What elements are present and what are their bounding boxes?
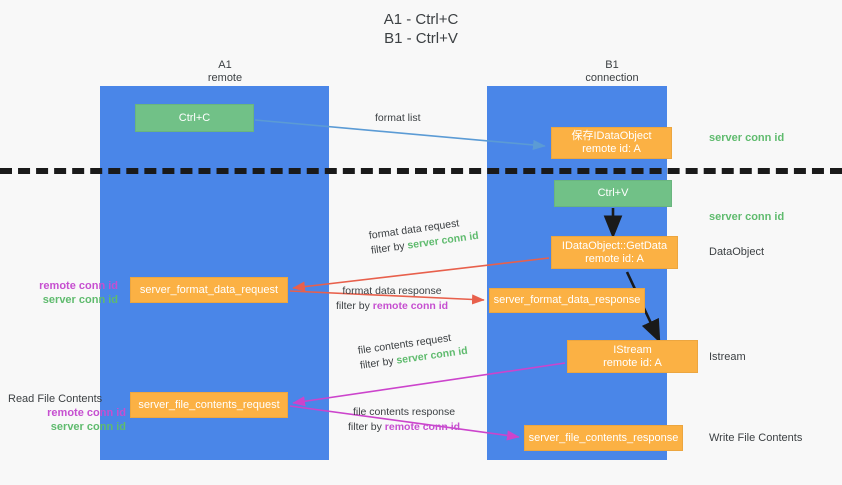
node-idataobject-getdata[interactable]: IDataObject::GetData remote id: A — [551, 236, 678, 269]
left-note-read-file-contents: Read File Contents remote conn id server… — [8, 392, 126, 434]
edge-label-format-list: format list — [375, 112, 421, 124]
node-istream[interactable]: IStream remote id: A — [567, 340, 698, 373]
edge-label-format-data-response: format data response filter by remote co… — [336, 284, 448, 314]
left-note-server-conn-id-1: server conn id — [42, 294, 118, 306]
node-ctrl-c[interactable]: Ctrl+C — [135, 104, 254, 132]
filter-prefix: filter by — [348, 421, 385, 433]
side-note-dataobject: DataObject — [709, 246, 765, 258]
left-note-server-conn-id-2: server conn id — [50, 421, 126, 433]
side-note-write-file-contents: Write File Contents — [709, 432, 803, 444]
filter-value-remote-conn-id: remote conn id — [372, 300, 449, 312]
page-title: A1 - Ctrl+C B1 - Ctrl+V — [383, 11, 459, 47]
left-note-read-file-contents-title: Read File Contents — [8, 393, 103, 405]
node-server-format-data-response[interactable]: server_format_data_response — [489, 288, 645, 313]
side-note-istream: Istream — [709, 351, 746, 363]
edge-label-format-data-response-filter: filter by remote conn id — [336, 299, 448, 314]
filter-prefix: filter by — [370, 239, 409, 257]
left-note-remote-conn-id-2: remote conn id — [47, 407, 126, 419]
node-ctrl-v[interactable]: Ctrl+V — [554, 180, 672, 207]
left-note-conn-ids-upper: remote conn id server conn id — [8, 279, 118, 307]
node-server-file-contents-response[interactable]: server_file_contents_response — [524, 425, 683, 451]
node-save-idataobject[interactable]: 保存IDataObject remote id: A — [551, 127, 672, 159]
filter-prefix: filter by — [336, 300, 373, 312]
edge-label-file-contents-response: file contents response filter by remote … — [348, 405, 460, 435]
filter-prefix: filter by — [359, 354, 398, 372]
side-note-server-conn-id-top: server conn id — [709, 132, 785, 144]
filter-value-remote-conn-id: remote conn id — [384, 421, 461, 433]
node-server-file-contents-request[interactable]: server_file_contents_request — [130, 392, 288, 418]
side-note-server-conn-id-mid: server conn id — [709, 211, 785, 223]
edge-label-format-data-request: format data request filter by server con… — [368, 214, 480, 259]
lane-header-b1: B1 connection — [585, 59, 639, 84]
edge-label-file-contents-response-filter: filter by remote conn id — [348, 420, 460, 435]
node-server-format-data-request[interactable]: server_format_data_request — [130, 277, 288, 303]
phase-divider — [0, 168, 842, 174]
edge-label-file-contents-response-text: file contents response — [352, 406, 456, 418]
edge-label-format-data-response-text: format data response — [342, 285, 442, 297]
lane-header-a1: A1 remote — [207, 59, 243, 84]
edge-label-file-contents-request: file contents request filter by server c… — [357, 329, 469, 374]
left-note-remote-conn-id-1: remote conn id — [39, 280, 118, 292]
